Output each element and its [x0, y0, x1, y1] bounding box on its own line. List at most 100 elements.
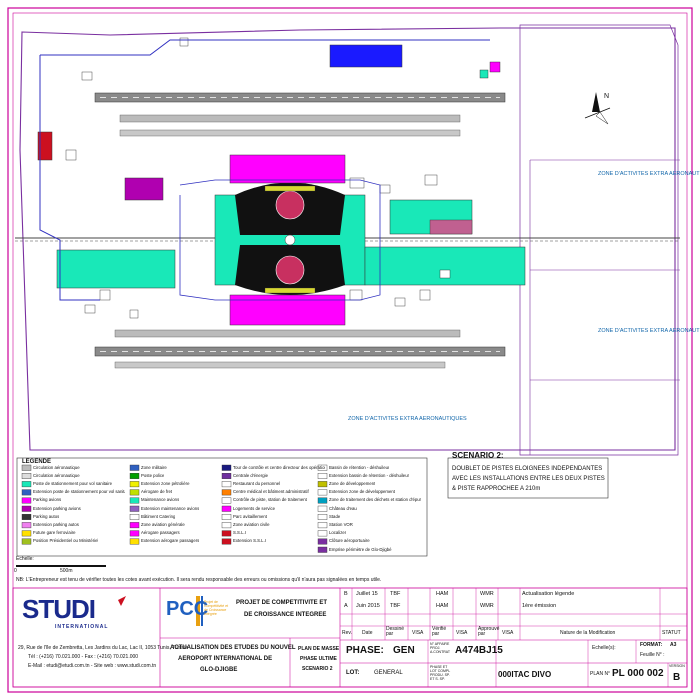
- legend-swatch: [21, 464, 32, 471]
- legend-item: Extension zone pétrolière: [141, 480, 190, 486]
- version-value: B: [673, 672, 681, 683]
- legend-item: Extension poste de stationnement pour vo…: [33, 489, 125, 495]
- rev-header-nature: Nature de la Modification: [560, 630, 616, 636]
- legend-item: Restaurant du personnel: [233, 480, 281, 486]
- legend-item: Tour de contrôle et centre directeur des…: [233, 464, 325, 470]
- legend-item: Station VOR: [329, 521, 353, 527]
- rev-cell-verified: HAM: [436, 591, 449, 597]
- pcc-logo-text: PCC: [166, 598, 209, 620]
- legend-swatch: [317, 546, 328, 553]
- legend-item: Future gare ferroviaire: [33, 530, 76, 536]
- rev-header-verified: Vérifié par: [432, 626, 447, 637]
- legend-item: Stade: [329, 513, 341, 519]
- legend-swatch: [317, 514, 328, 520]
- legend-swatch: [21, 514, 32, 520]
- rev-header-approved: Approuvé par: [478, 626, 500, 637]
- legend-swatch: [221, 522, 232, 529]
- study-line1: ACTUALISATION DES ETUDES DU NOUVEL: [170, 645, 296, 651]
- legend-swatch: [129, 505, 140, 512]
- scale-max: 500m: [60, 568, 73, 574]
- legend-swatches: [21, 464, 328, 553]
- plan-line1: PLAN DE MASSE: [298, 646, 340, 652]
- zone-east: [364, 246, 526, 286]
- legend-swatch: [129, 514, 140, 520]
- scale-bar: [16, 565, 106, 567]
- legend-swatch: [317, 497, 328, 504]
- affaire-value: A474BJ15: [455, 645, 503, 656]
- version-label: VERSION: [669, 664, 685, 668]
- legend-swatch: [317, 505, 328, 512]
- studi-logo-icon: [118, 596, 126, 606]
- scenario-line2: AVEC LES INSTALLATIONS ENTRE LES DEUX PI…: [452, 476, 605, 482]
- scale-label: Echelle:: [16, 556, 34, 562]
- legend-swatch: [221, 489, 232, 496]
- legend-item: Extension aérogare passagers: [141, 538, 200, 544]
- scenario-box: [447, 457, 609, 499]
- scenario-line3: & PISTE RAPPROCHEE A 210m: [452, 486, 541, 492]
- legend-swatch: [129, 522, 140, 529]
- legend-swatch: [317, 522, 328, 529]
- legend-swatch: [317, 489, 328, 496]
- rev-cell-drawn: TBF: [390, 591, 401, 597]
- legend-item: Centrale d'énergie: [233, 472, 268, 478]
- blue-building: [329, 44, 403, 68]
- svg-text:ZONE D'ACTIVITES EXTRA AERONAU: ZONE D'ACTIVITES EXTRA AERONAUTIQUES: [598, 328, 700, 334]
- study-line2: AEROPORT INTERNATIONAL DE: [178, 656, 273, 662]
- legend-swatch: [21, 473, 32, 479]
- legend-swatch: [221, 473, 232, 479]
- rev-cell-approved: WMR: [480, 603, 494, 609]
- rev-cell-nature: Actualisation légende: [522, 591, 575, 597]
- legend-swatch: [129, 489, 140, 496]
- rev-header-visa3: VISA: [502, 630, 514, 636]
- legend-swatch: [21, 505, 32, 512]
- code-value: 000ITAC DIVO: [498, 670, 552, 679]
- legend-item: Poste police: [141, 472, 165, 478]
- legend-swatch: [317, 538, 328, 545]
- svg-text:ZONE D'ACTIVITES EXTRA AERONAU: ZONE D'ACTIVITES EXTRA AERONAUTIQUES: [348, 416, 467, 422]
- affaire-label: N° AFFAIRE PROJ. A.CONTRAT: [430, 642, 450, 654]
- aerogare-south: [229, 294, 346, 326]
- project-line1: PROJET DE COMPETITIVITE ET: [236, 600, 328, 606]
- legend-swatch: [129, 481, 140, 488]
- pcc-logo-sub: Projet de Compétitivité et de Croissance…: [204, 600, 229, 616]
- rev-cell-rev: B: [344, 591, 348, 597]
- scenario-title: SCENARIO 2:: [452, 451, 504, 460]
- rev-cell-verified: HAM: [436, 603, 449, 609]
- legend-swatch: [221, 538, 232, 545]
- rev-header-statut: STATUT: [662, 630, 681, 636]
- study-line3: GLO-DJIGBE: [200, 667, 238, 673]
- legend-swatch: [21, 530, 32, 537]
- legend-swatch: [129, 497, 140, 504]
- legend-item: Position Présidentiel ou Ministériel: [33, 538, 99, 544]
- company-phone: Tél : (+216) 70.021.000 - Fax : (+216) 7…: [28, 654, 139, 660]
- legend-item: Extension parking autos: [33, 521, 79, 527]
- legend-swatch: [129, 464, 140, 471]
- legend-swatch: [317, 473, 328, 479]
- rev-cell-nature: 1ère émission: [522, 603, 557, 609]
- legend-item: S.S.L.I: [233, 530, 246, 536]
- legend-item: Contrôle de piste, station de traitement: [233, 497, 307, 503]
- svg-text:N: N: [604, 93, 609, 100]
- legend-item: Maintenance avions: [141, 497, 180, 503]
- legend-swatch: [317, 530, 328, 537]
- legend-item: Zone de développement: [329, 480, 376, 486]
- legend-swatch: [21, 538, 32, 545]
- rev-cell-approved: WMR: [480, 591, 494, 597]
- legend-item: Zone de traitement des déchets et statio…: [329, 497, 421, 503]
- legend-swatch: [129, 538, 140, 545]
- project-line2: DE CROISSANCE INTEGREE: [244, 612, 327, 618]
- legend-item: Localizer: [329, 530, 347, 536]
- legend-swatch: [221, 530, 232, 537]
- phase-label: PHASE:: [346, 645, 384, 656]
- military-zone: [124, 177, 164, 201]
- airport-perimeter: [19, 27, 676, 451]
- legend-item: Clôture aéroportuaire: [329, 538, 370, 544]
- pcc-logo-icon: [196, 596, 203, 626]
- extra-zone-border: [519, 24, 679, 456]
- company-email: E-Mail : etudi@etudi.com.tn - Site web :…: [28, 663, 157, 669]
- sheet-frame: [7, 7, 693, 693]
- legend-swatch: [221, 481, 232, 488]
- legend-item: Bâtiment Catering: [141, 513, 176, 519]
- studi-logo-sub: INTERNATIONAL: [55, 624, 109, 630]
- company-address: 29, Rue de l'île de Zembretta, Les Jardi…: [18, 645, 188, 651]
